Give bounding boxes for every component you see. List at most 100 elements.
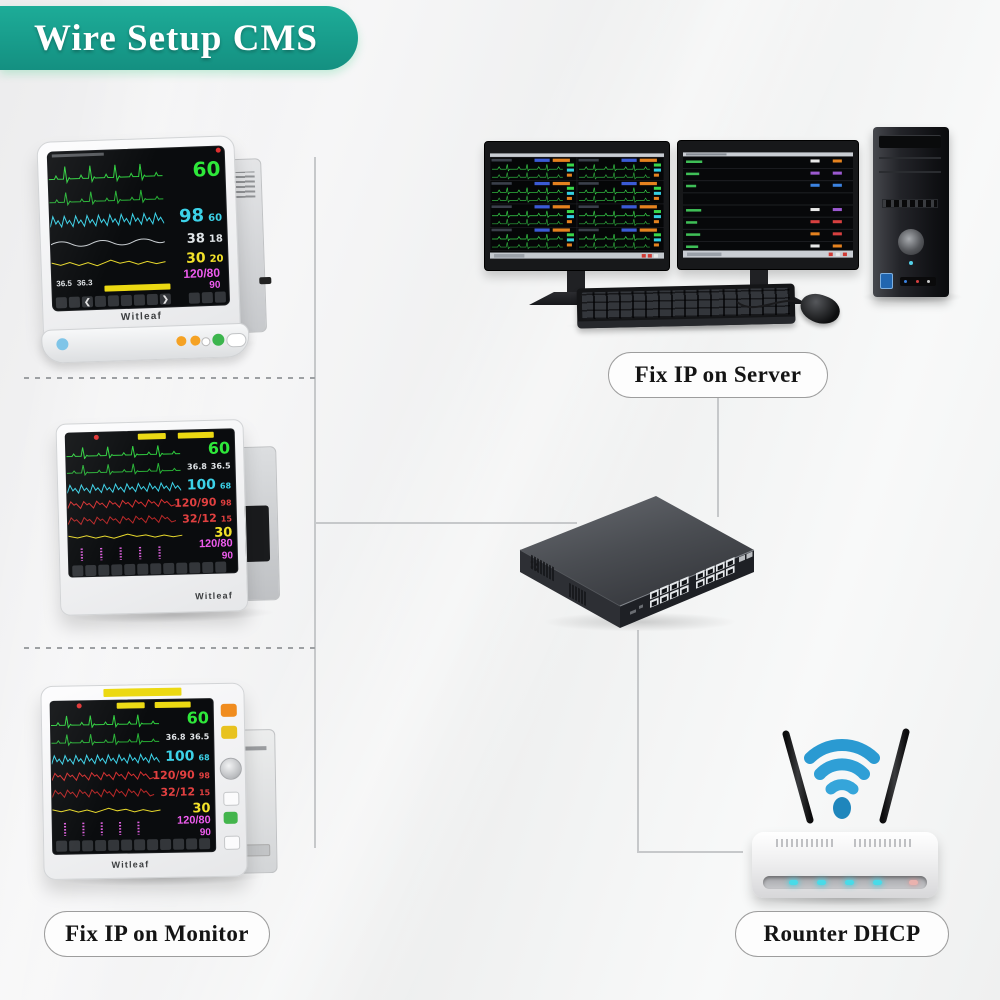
switch-shadow: [540, 612, 740, 632]
toolbar-key: [147, 839, 159, 851]
toolbar-key: [173, 838, 185, 850]
toolbar-key: [55, 297, 68, 309]
co2-value: 30: [185, 250, 206, 267]
spo2-value: 100: [186, 476, 217, 493]
nibp-block: 120/80 90: [183, 265, 225, 292]
nibp-trend-columns: [80, 545, 161, 561]
tower-power-button: [898, 229, 924, 255]
ibp2-sub-value: 15: [198, 788, 211, 798]
spo2-value: 100: [165, 748, 195, 765]
monitor1-button-orange-1: [176, 335, 187, 347]
ecg2-value-block: [163, 192, 225, 194]
monitor3-button-column: [218, 696, 243, 854]
router-led-4: [873, 880, 882, 885]
hr-value: 60: [207, 437, 231, 458]
toolbar-right-arrow: ❯: [159, 293, 172, 305]
ibp1-value: 120/90: [152, 768, 195, 783]
pr-value: 68: [198, 753, 210, 763]
callout-fix-ip-server-label: Fix IP on Server: [634, 362, 802, 387]
monitor2-alert-chip-1: [137, 432, 166, 440]
spo2-waveform: [66, 481, 182, 494]
title-banner: Wire Setup CMS: [0, 6, 358, 70]
monitor1-power-plug: [259, 276, 272, 285]
monitor2-alarm-heart: [93, 434, 99, 440]
monitor1-header-text-strip: [51, 152, 104, 158]
router-led-1: [789, 880, 798, 885]
toolbar-key: [160, 838, 172, 850]
hr-value-block: 60: [180, 437, 234, 458]
monitor1-bezel: 60 98 60 38: [36, 135, 242, 344]
router-vents-right: [854, 839, 912, 847]
tower-optical-drive: [879, 135, 941, 148]
toolbar-key: [120, 294, 133, 307]
bedside-monitor-2: 60 36.8 36.5 100 68: [55, 412, 281, 628]
toolbar-key: [107, 295, 120, 307]
temp-block: 36.8 36.5: [181, 460, 235, 471]
monitor3-alert-chip-1: [116, 701, 145, 709]
toolbar-key: [98, 564, 110, 576]
monitor3-toolbar: [53, 836, 215, 854]
pr-value: 68: [219, 480, 232, 491]
cms-multibed-screen: [490, 153, 664, 259]
temp1-value: 36.5: [56, 278, 73, 289]
router-body: [752, 832, 938, 898]
ecg-waveform-2: [51, 732, 160, 747]
monitor3-rotary-knob: [219, 757, 242, 780]
toolbar-key: [94, 295, 107, 308]
ecg-waveform: [65, 443, 181, 460]
router-antennas-and-wifi: [782, 728, 910, 824]
bedside-monitor-3: 60 36.8 36.5 100 68: [40, 674, 279, 888]
ibp1-sub-value: 98: [198, 771, 210, 781]
spo2-waveform: [49, 212, 165, 228]
monitor2-row-nibp: 120/80 90: [69, 537, 237, 563]
toolbar-key: [201, 291, 214, 304]
monitor1-button-power: [212, 333, 225, 346]
tower-intel-badge: [880, 273, 893, 289]
toolbar-key: [188, 292, 201, 304]
toolbar-key: [163, 562, 175, 575]
toolbar-key: [134, 839, 146, 851]
monitor3-row-spo2: 100 68: [51, 746, 213, 769]
tower-hdd-led: [916, 280, 919, 283]
connector-switch-down: [637, 630, 639, 852]
toolbar-key: [121, 839, 133, 851]
toolbar-key: [199, 838, 211, 850]
nibp-block: 120/80 90: [155, 814, 215, 839]
toolbar-key: [95, 839, 107, 852]
divider-dashed-top: [24, 377, 315, 379]
hr-value-block: 60: [159, 708, 213, 727]
ibp1-value-block: 120/90 98: [174, 495, 235, 509]
temp-block: 36.5 36.3: [56, 278, 93, 289]
monitor2-toolbar: [69, 559, 237, 577]
callout-fix-ip-monitor-label: Fix IP on Monitor: [65, 921, 249, 946]
monitor2-bezel: 60 36.8 36.5 100 68: [55, 418, 249, 616]
tower-usb-led: [904, 280, 907, 283]
temp2-value: 36.5: [210, 460, 231, 471]
callout-router-dhcp: Rounter DHCP: [735, 911, 949, 957]
toolbar-key: [202, 561, 214, 574]
toolbar-key: [214, 291, 227, 303]
pr-value: 60: [207, 212, 223, 224]
antenna-left: [782, 730, 814, 824]
antenna-right: [879, 728, 910, 824]
nibp-trend-columns: [63, 821, 140, 836]
ecg-waveform-2: [48, 188, 164, 206]
hr-value-block: 60: [162, 156, 225, 181]
toolbar-key: [82, 840, 94, 852]
ibp2-value-block: 32/12 15: [154, 785, 214, 799]
ibp1-waveform: [67, 498, 176, 510]
monitor3-button-yellow: [221, 725, 238, 739]
monitor1-alarm-indicator: [215, 147, 221, 153]
co2-sub-value: 20: [209, 253, 224, 266]
toolbar-key: [69, 840, 81, 852]
toolbar-key: [85, 564, 97, 577]
temp2-value: 36.5: [189, 732, 210, 742]
resp-value: 30: [192, 800, 211, 816]
router-led-2: [817, 880, 826, 885]
monitor2-brand: Witleaf: [195, 590, 234, 602]
wifi-icon: [804, 739, 880, 819]
nibp-value: 120/80: [183, 265, 221, 281]
router-led-3: [845, 880, 854, 885]
temp1-value: 36.8: [165, 732, 186, 742]
temp2-value: 36.3: [76, 278, 93, 288]
